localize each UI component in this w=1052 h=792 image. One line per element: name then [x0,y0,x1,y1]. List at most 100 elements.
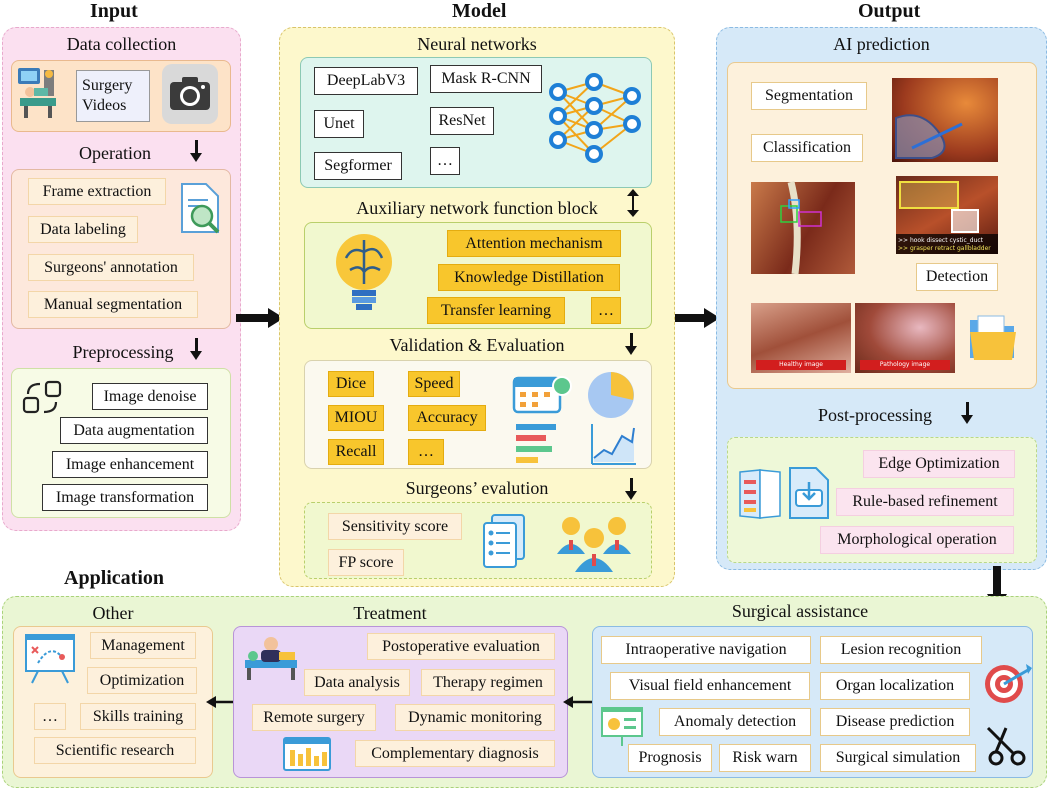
data-collection-title: Data collection [66,34,177,54]
net-segformer: Segformer [314,152,402,180]
task-classification: Classification [751,134,863,162]
treatment-title: Treatment [353,603,427,623]
pathology-caption: Pathology image [860,360,950,370]
surgery-equipment-icon [18,68,56,118]
metric-speed: Speed [408,371,460,397]
surgeons-annotation: Surgeons' annotation [28,254,194,281]
assist-disease-prediction: Disease prediction [820,708,970,736]
other-optimization: Optimization [87,667,197,694]
model-header: Model [452,0,507,22]
document-search-icon [181,183,220,234]
preprocessing-title: Preprocessing [72,342,174,362]
down-arrow [625,333,637,355]
manual-segmentation: Manual segmentation [28,291,198,318]
metric-more: … [408,439,444,465]
pie-chart-icon [588,372,634,418]
input-header: Input [90,0,138,22]
surgeons-group-icon [557,517,631,572]
down-arrow [625,478,637,500]
data-labeling: Data labeling [28,216,138,243]
fp-score: FP score [328,549,404,576]
other-title: Other [92,603,134,623]
image-transformation: Image transformation [42,484,208,511]
lightbulb-brain-icon [336,234,392,310]
assist-organ-localization: Organ localization [820,672,970,700]
assist-lesion-recognition: Lesion recognition [820,636,982,664]
classification-overlay [780,181,822,275]
right-arrow [672,308,720,328]
down-arrow [190,140,202,162]
treatment-dynamic-monitoring: Dynamic monitoring [395,704,555,731]
other-management: Management [90,632,196,659]
task-detection: Detection [916,263,998,291]
knowledge-distillation: Knowledge Distillation [438,264,620,291]
task-segmentation: Segmentation [751,82,867,110]
detection-caption-1: >> hook dissect cystic_duct [898,237,984,244]
detection-overlay [896,181,998,254]
metric-miou: MIOU [328,405,384,431]
right-arrow [236,308,284,328]
download-document-icon [789,467,829,519]
calendar-icon [512,376,572,414]
metric-accuracy: Accuracy [408,405,486,431]
treatment-postoperative-evaluation: Postoperative evaluation [367,633,555,660]
treatment-complementary-diagnosis: Complementary diagnosis [355,740,555,767]
brochure-icon [739,469,781,519]
target-icon [985,664,1032,703]
metric-recall: Recall [328,439,384,465]
document-list-icon [483,514,525,568]
segmentation-overlay [895,114,963,159]
neural-network-icon [549,73,641,163]
image-denoise: Image denoise [92,383,208,410]
cycle-icon [22,380,62,414]
edge-optimization: Edge Optimization [863,450,1015,478]
net-unet: Unet [314,110,364,138]
camera-icon [162,64,218,124]
operation-title: Operation [79,143,151,163]
projector-screen-icon [601,707,643,746]
frame-extraction: Frame extraction [28,178,166,205]
classification-image [751,182,855,274]
assist-prognosis: Prognosis [628,744,712,772]
other-more: … [34,703,66,730]
output-header: Output [858,0,921,22]
treatment-remote-surgery: Remote surgery [252,704,376,731]
aux-more: … [591,297,621,324]
line-chart-icon [591,424,636,465]
application-header: Application [64,567,165,589]
net-mask-rcnn: Mask R-CNN [430,65,542,93]
healthy-caption: Healthy image [756,360,846,370]
rule-based-refinement: Rule-based refinement [836,488,1014,516]
net-deeplabv3: DeepLabV3 [314,67,418,95]
assist-anomaly-detection: Anomaly detection [659,708,811,736]
morphological-operation: Morphological operation [820,526,1014,554]
aux-title: Auxiliary network function block [356,198,598,218]
validation-title: Validation & Evaluation [389,335,565,355]
treatment-data-analysis: Data analysis [304,669,410,696]
metric-dice: Dice [328,371,374,397]
folder-icon [970,315,1016,360]
attention-mechanism: Attention mechanism [447,230,621,257]
surgery-videos-label: Surgery Videos [76,70,150,122]
down-arrow [961,402,973,424]
bar-list-icon [516,424,556,463]
image-enhancement: Image enhancement [52,451,208,478]
assist-surgical-simulation: Surgical simulation [820,744,976,772]
presentation-board-icon [25,634,75,684]
net-more: … [430,147,460,175]
post-processing-title: Post-processing [818,405,932,425]
treatment-therapy-regimen: Therapy regimen [421,669,555,696]
ai-prediction-title: AI prediction [833,34,930,54]
assistance-title: Surgical assistance [731,601,869,621]
down-arrow [190,338,202,360]
data-augmentation: Data augmentation [60,417,208,444]
assist-risk-warn: Risk warn [719,744,811,772]
transfer-learning: Transfer learning [427,297,565,324]
surgeons-evaluation-title: Surgeons’ evalution [405,478,549,498]
net-resnet: ResNet [430,107,494,135]
double-arrow [627,189,639,217]
monitor-chart-icon [283,737,331,771]
left-arrow [563,696,595,708]
patient-bed-icon [245,637,297,680]
assist-intraoperative-navigation: Intraoperative navigation [601,636,811,664]
